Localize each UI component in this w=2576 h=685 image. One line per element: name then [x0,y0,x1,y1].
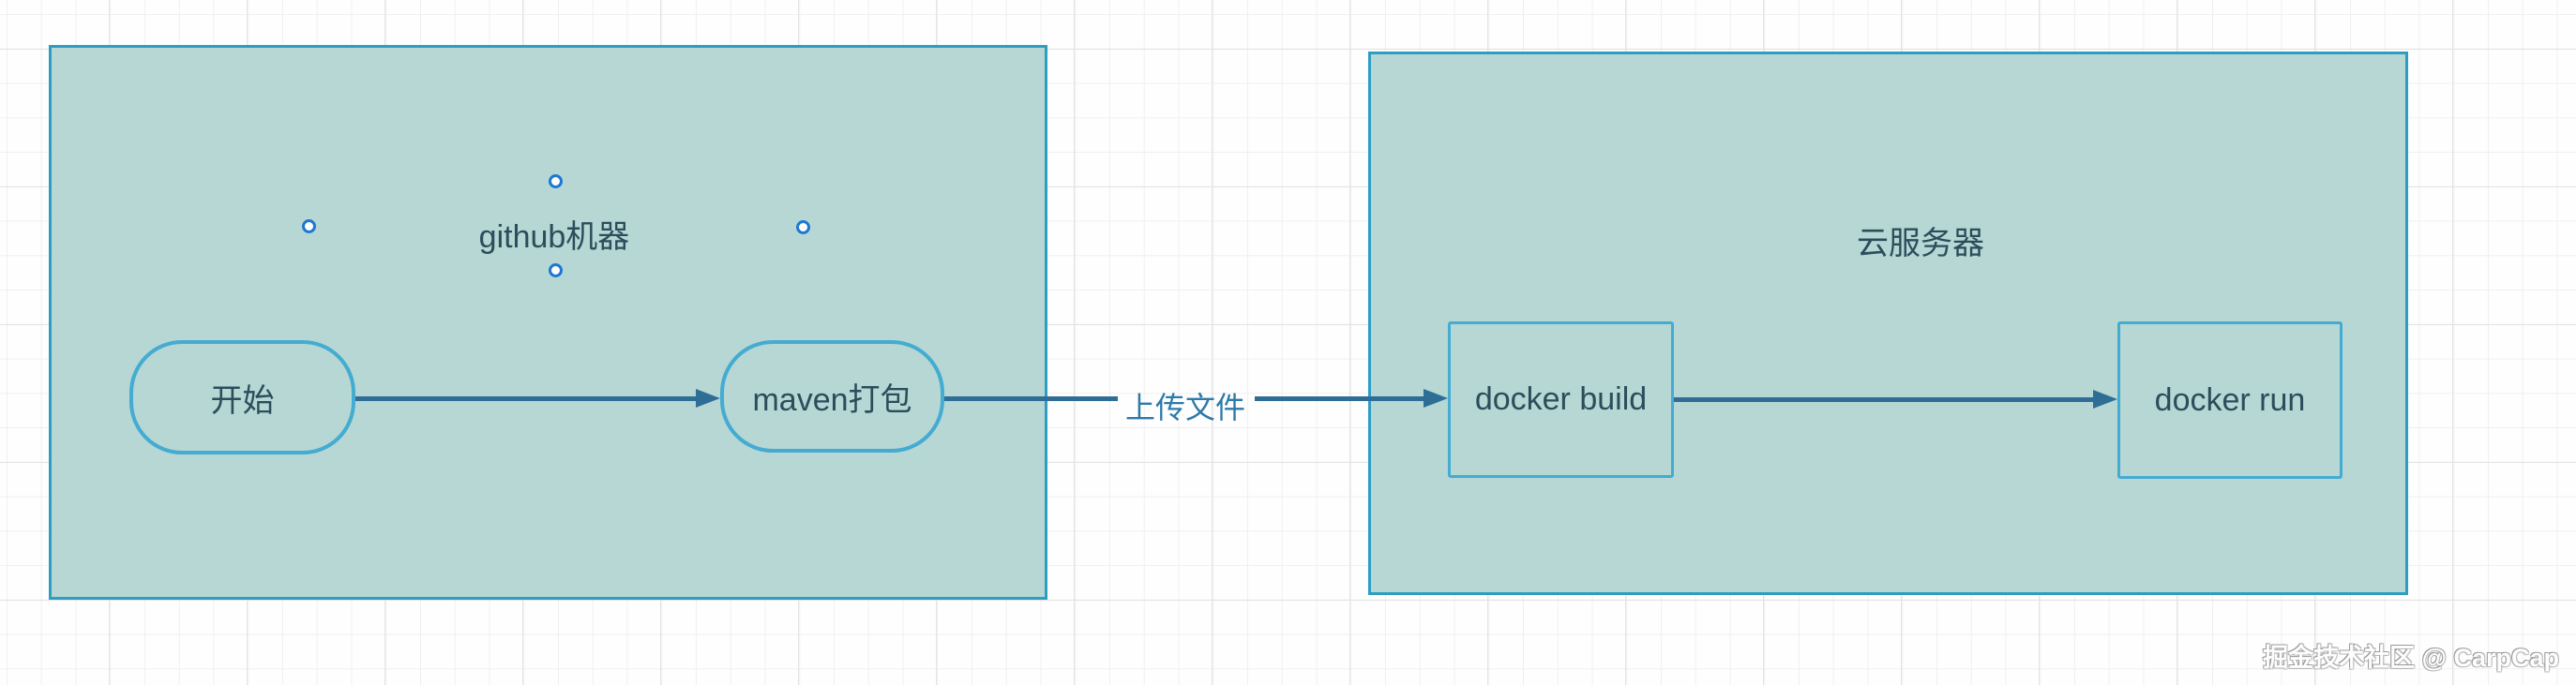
edge-start-to-maven-line[interactable] [355,396,696,401]
node-maven-package[interactable]: maven打包 [720,340,944,453]
edge-dockerbuild-to-dockerrun-arrowhead-icon [2093,390,2117,409]
selection-handle-bottom[interactable] [549,263,563,277]
node-docker-build-label: docker build [1474,381,1648,417]
edge-maven-to-dockerbuild-arrowhead-icon [1424,389,1448,408]
node-maven-package-label: maven打包 [752,381,912,418]
selection-handle-right[interactable] [796,220,810,234]
container-github-machine[interactable] [49,45,1047,600]
watermark: 掘金技术社区 @ CarpCap [2263,644,2559,672]
edge-upload-file-label[interactable]: 上传文件 [1124,391,1245,424]
node-docker-build[interactable]: docker build [1448,321,1674,478]
node-docker-run[interactable]: docker run [2117,321,2343,479]
container-cloud-server-title[interactable]: 云服务器 [1857,226,1984,261]
node-start-label: 开始 [210,382,275,419]
edge-maven-to-dockerbuild-line-right[interactable] [1255,396,1424,401]
edge-maven-to-dockerbuild-line-left[interactable] [944,396,1118,401]
edge-start-to-maven-arrowhead-icon [696,389,720,408]
container-github-machine-title[interactable]: github机器 [478,219,630,255]
selection-handle-left[interactable] [302,219,316,233]
edge-dockerbuild-to-dockerrun-line[interactable] [1674,397,2095,402]
selection-handle-top[interactable] [549,174,563,188]
node-start[interactable]: 开始 [129,340,355,454]
node-docker-run-label: docker run [2154,381,2306,418]
